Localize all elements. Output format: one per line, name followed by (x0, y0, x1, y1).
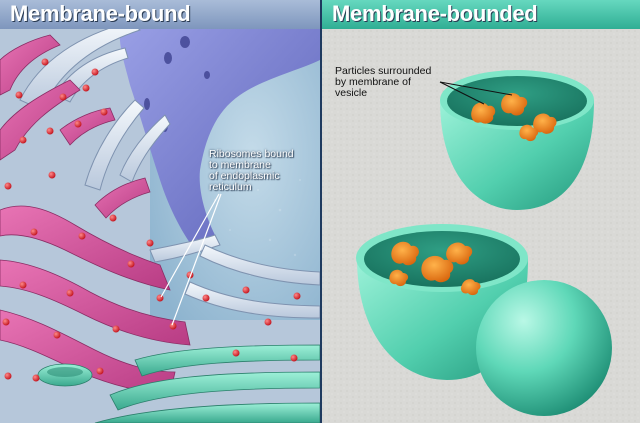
vesicle-illustration (322, 0, 640, 423)
panel-title: Membrane-bound (10, 1, 191, 26)
particle-cluster (389, 241, 481, 296)
label-line: Ribosomes bound (209, 148, 294, 160)
membrane-bound-panel: Membrane-bound Ribosomes bound to membra… (0, 0, 320, 423)
label-line: to membrane (209, 159, 271, 171)
label-line: Particles surrounded (335, 65, 432, 77)
particles-label: Particles surrounded by membrane of vesi… (335, 66, 431, 99)
membrane-bounded-panel: Membrane-bounded Particles surrounded by… (322, 0, 640, 423)
label-line: vesicle (335, 87, 368, 99)
panel-title: Membrane-bounded (332, 1, 538, 26)
label-line: reticulum (209, 181, 252, 193)
title-bar: Membrane-bounded (322, 0, 640, 29)
title-bar: Membrane-bound (0, 0, 320, 29)
panel-divider (320, 0, 322, 423)
label-line: by membrane of (335, 76, 411, 88)
endoplasmic-reticulum-illustration (0, 0, 320, 423)
ribosome-label: Ribosomes bound to membrane of endoplasm… (209, 149, 294, 193)
particle-cluster (471, 93, 557, 142)
label-line: of endoplasmic (209, 170, 280, 182)
